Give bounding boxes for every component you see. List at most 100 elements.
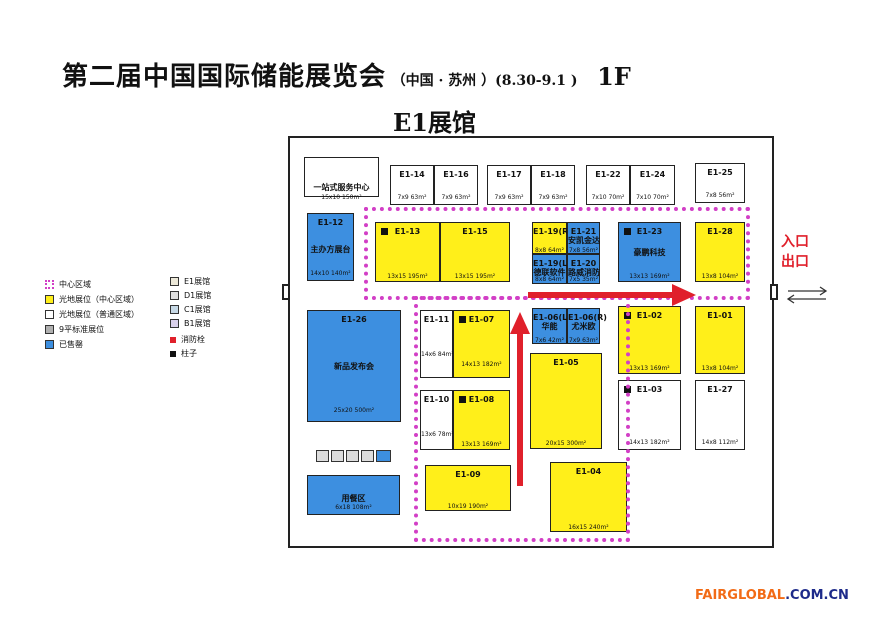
booth-name: 用餐区 bbox=[341, 494, 366, 503]
legend-label: 9平标准展位 bbox=[59, 325, 105, 334]
booth-code: E1-19(R) bbox=[533, 227, 572, 236]
booth-size: 14x13 182m² bbox=[629, 439, 670, 446]
booth[interactable]: E1-28 13x8 104m² bbox=[695, 222, 745, 282]
booth-name: 路威消防 bbox=[568, 268, 600, 277]
booth-size: 7x9 63m² bbox=[494, 194, 524, 201]
booth-code: E1-20 bbox=[570, 259, 597, 268]
hall-door-left bbox=[282, 284, 290, 300]
entrance-in: 入口 bbox=[781, 234, 809, 250]
pillar-icon bbox=[459, 316, 466, 323]
legend-label: 柱子 bbox=[181, 349, 197, 358]
booth-code: E1-22 bbox=[595, 170, 621, 179]
entrance-label: 入口 出口 bbox=[781, 232, 809, 272]
booth-size: 16x15 240m² bbox=[568, 524, 609, 531]
booth-code: E1-05 bbox=[553, 358, 579, 367]
legend-swatch bbox=[170, 277, 179, 286]
legend-swatch bbox=[45, 295, 54, 304]
booth-size: 7x9 63m² bbox=[397, 194, 427, 201]
entry-exit-arrows bbox=[786, 286, 828, 304]
booth-size: 7x9 63m² bbox=[569, 337, 598, 344]
booth-code: E1-25 bbox=[707, 168, 733, 177]
legend-swatch bbox=[45, 325, 54, 334]
booth-code: E1-08 bbox=[468, 395, 495, 404]
booth-code: E1-21 bbox=[570, 227, 597, 236]
hall-title: E1展馆 bbox=[393, 108, 476, 137]
booth-size: 15x10 150m² bbox=[321, 194, 362, 201]
booth-code: E1-13 bbox=[394, 227, 421, 236]
booth-code: E1-12 bbox=[317, 218, 344, 227]
legend-swatch bbox=[170, 291, 179, 300]
entrance-out: 出口 bbox=[781, 254, 809, 270]
booth-name: 豪鹏科技 bbox=[633, 248, 666, 257]
booth-size: 14x10 140m² bbox=[310, 270, 351, 277]
booth-name: 尤米欧 bbox=[571, 322, 596, 331]
legend-swatch bbox=[170, 350, 176, 357]
booth-code: E1-09 bbox=[455, 470, 481, 479]
booth[interactable]: E1-19(R)8x8 64m² bbox=[532, 222, 572, 254]
standard-booth bbox=[316, 450, 329, 462]
pillar-icon bbox=[624, 228, 631, 235]
booth-name: 新品发布会 bbox=[334, 362, 374, 371]
legend-item: 光地展位（中心区域） bbox=[45, 294, 139, 305]
legend-swatch bbox=[170, 305, 179, 314]
legend-item: 已售罄 bbox=[45, 339, 83, 350]
legend-label: 消防栓 bbox=[181, 335, 205, 344]
booth-code: E1-26 bbox=[341, 315, 367, 324]
booth-code: E1-11 bbox=[423, 315, 450, 324]
booth-code: E1-15 bbox=[462, 227, 488, 236]
booth-code: E1-14 bbox=[399, 170, 425, 179]
legend-item: 9平标准展位 bbox=[45, 324, 104, 335]
booth-code: E1-28 bbox=[707, 227, 733, 236]
booth-code: E1-10 bbox=[423, 395, 450, 404]
brand-part1: FAIRGLOBAL bbox=[695, 588, 786, 603]
booth-size: 7x8 56m² bbox=[705, 192, 735, 199]
booth-name: 华能 bbox=[541, 322, 558, 331]
booth-size: 7x5 35m² bbox=[569, 276, 598, 283]
booth-size: 7x8 56m² bbox=[569, 247, 598, 254]
booth[interactable]: E1-14 7x9 63m² bbox=[390, 165, 434, 205]
booth-size: 14x8 112m² bbox=[701, 439, 739, 446]
booth[interactable]: E1-25 7x8 56m² bbox=[695, 163, 745, 203]
legend-item: 柱子 bbox=[170, 348, 197, 359]
booth-code: E1-19(L) bbox=[533, 259, 571, 268]
page-title: 第二届中国国际储能展览会 （中国 · 苏州 ）(8.30-9.1 ) 1F bbox=[62, 56, 631, 93]
booth-size: 13x8 104m² bbox=[701, 273, 739, 280]
booth-code: E1-06(L) bbox=[533, 313, 571, 322]
booth-code: E1-16 bbox=[443, 170, 469, 179]
booth-size: 7x10 70m² bbox=[591, 194, 625, 201]
booth[interactable]: E1-22 7x10 70m² bbox=[586, 165, 630, 205]
booth-code: E1-03 bbox=[636, 385, 663, 394]
legend-swatch bbox=[170, 319, 179, 328]
booth-size: 8x8 64m² bbox=[535, 276, 564, 283]
booth-size: 13x13 169m² bbox=[629, 273, 670, 280]
booth-code: E1-04 bbox=[575, 467, 602, 476]
standard-booth-sold bbox=[376, 450, 391, 462]
legend-swatch bbox=[45, 280, 54, 289]
brand-part2: .COM.CN bbox=[785, 588, 849, 603]
